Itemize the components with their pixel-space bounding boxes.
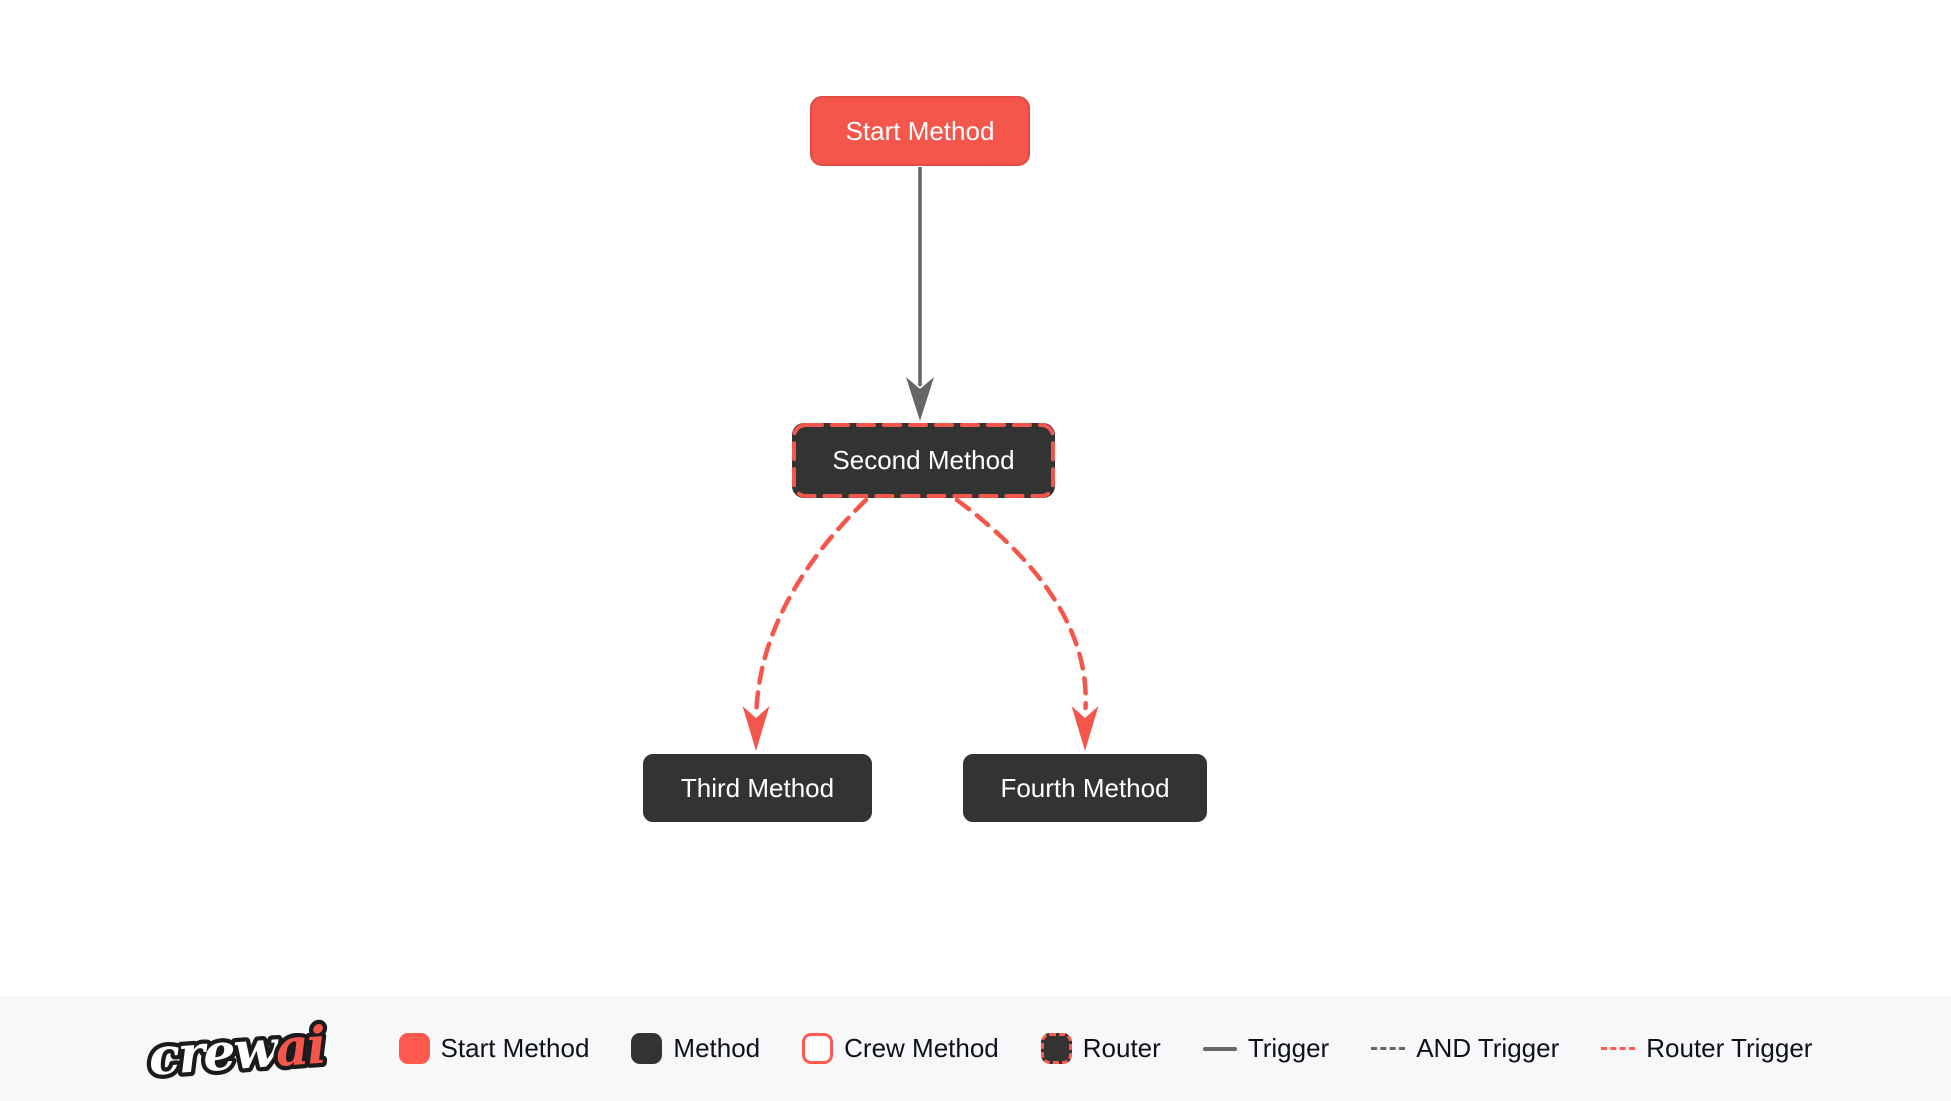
node-second-method-router[interactable]: Second Method xyxy=(792,423,1055,498)
router-swatch-icon xyxy=(1040,1033,1072,1064)
legend-item-and-trigger: AND Trigger xyxy=(1371,1033,1559,1064)
trigger-line-icon xyxy=(1202,1046,1237,1051)
legend-bar: crewai Start Method Method Crew Method R… xyxy=(0,996,1951,1101)
node-label: Third Method xyxy=(680,772,835,803)
legend-item-start-method: Start Method xyxy=(398,1033,590,1064)
node-fourth-method[interactable]: Fourth Method xyxy=(963,754,1207,822)
node-start-method[interactable]: Start Method xyxy=(810,96,1030,166)
legend-item-router-trigger: Router Trigger xyxy=(1601,1033,1812,1064)
svg-text:crewai: crewai xyxy=(146,1015,326,1086)
legend-item-label: AND Trigger xyxy=(1416,1033,1560,1063)
flow-diagram-canvas[interactable]: Start Method Second Method Third Method … xyxy=(0,0,1951,996)
legend-item-label: Start Method xyxy=(440,1033,590,1063)
legend-item-label: Method xyxy=(673,1033,761,1063)
legend-item-method: Method xyxy=(631,1033,760,1064)
crewai-logo: crewai xyxy=(142,1011,331,1087)
logo-ai-text: ai xyxy=(273,1015,326,1078)
method-swatch-icon xyxy=(631,1033,663,1064)
arrowhead-down-icon xyxy=(1071,706,1099,751)
legend-item-trigger: Trigger xyxy=(1202,1033,1330,1064)
legend-item-label: Trigger xyxy=(1247,1033,1330,1063)
legend-item-label: Router Trigger xyxy=(1646,1033,1813,1063)
node-third-method[interactable]: Third Method xyxy=(643,754,872,822)
arrowhead-down-icon xyxy=(906,377,934,421)
node-label: Second Method xyxy=(832,445,1015,475)
arrowhead-down-icon xyxy=(742,706,770,751)
legend-item-router: Router xyxy=(1040,1033,1161,1064)
edge-router-second-third xyxy=(742,497,869,751)
and-trigger-line-icon xyxy=(1371,1047,1406,1050)
node-label: Fourth Method xyxy=(1000,772,1170,803)
node-label: Start Method xyxy=(845,115,995,146)
legend-item-label: Crew Method xyxy=(844,1033,999,1063)
edge-router-second-fourth xyxy=(954,497,1099,751)
legend-item-label: Router xyxy=(1082,1033,1161,1063)
start-method-swatch-icon xyxy=(398,1033,430,1064)
router-trigger-line-icon xyxy=(1601,1047,1636,1050)
logo-crew-text: crew xyxy=(146,1018,281,1086)
edge-trigger-start-second xyxy=(906,167,934,421)
legend-item-crew-method: Crew Method xyxy=(802,1033,999,1064)
crew-method-swatch-icon xyxy=(802,1033,834,1064)
